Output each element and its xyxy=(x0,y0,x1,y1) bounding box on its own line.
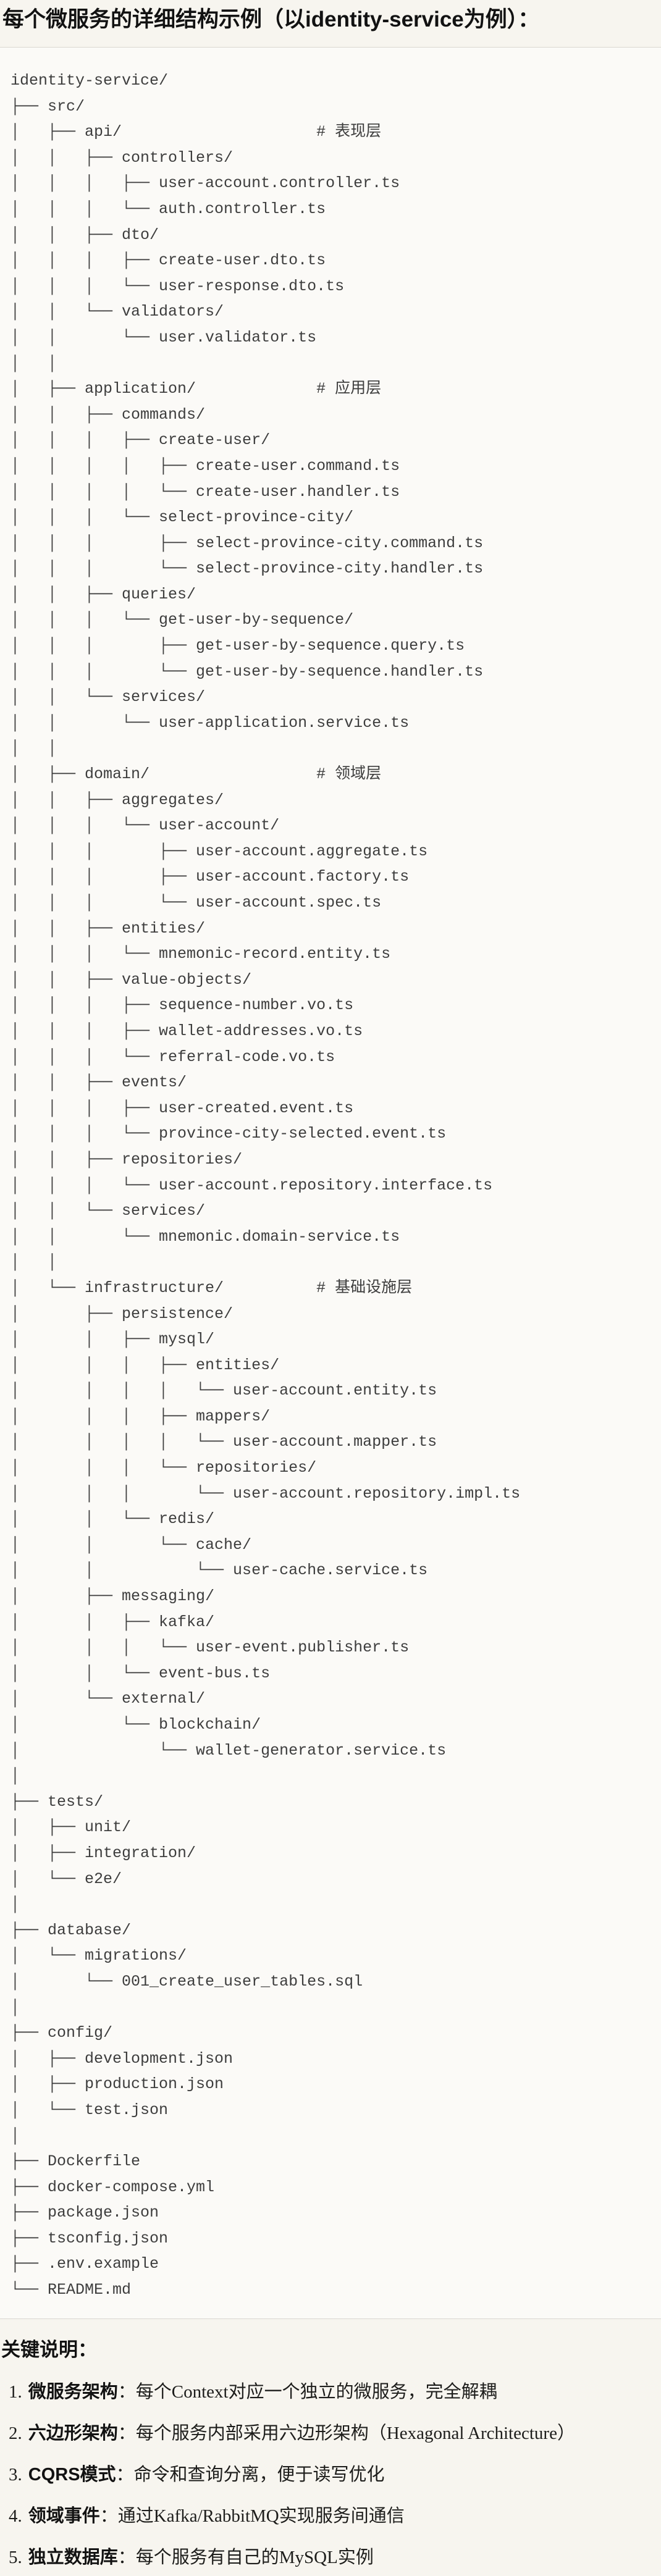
key-notes-heading: 关键说明： xyxy=(1,2338,97,2360)
directory-tree-code-block: identity-service/ ├── src/ │ ├── api/ # … xyxy=(0,47,661,2319)
list-item-term: 六边形架构 xyxy=(28,2423,118,2443)
list-item: 5. 独立数据库：每个服务有自己的MySQL实例 xyxy=(9,2546,657,2569)
list-item: 3. CQRS模式：命令和查询分离，便于读写优化 xyxy=(9,2463,657,2486)
list-item-number: 2. xyxy=(9,2423,22,2443)
list-item: 4. 领域事件：通过Kafka/RabbitMQ实现服务间通信 xyxy=(9,2504,657,2528)
list-item-desc: ：每个Context对应一个独立的微服务，完全解耦 xyxy=(117,2381,497,2402)
list-item-desc: ：每个服务有自己的MySQL实例 xyxy=(117,2547,374,2567)
list-item-desc: ：命令和查询分离，便于读写优化 xyxy=(116,2464,385,2485)
list-item-desc: ：通过Kafka/RabbitMQ实现服务间通信 xyxy=(99,2506,405,2526)
page-title: 每个微服务的详细结构示例（以identity-service为例）： xyxy=(2,7,540,31)
list-item-term: 独立数据库 xyxy=(28,2547,118,2567)
list-item: 2. 六边形架构：每个服务内部采用六边形架构（Hexagonal Architec… xyxy=(9,2422,657,2445)
list-item-number: 1. xyxy=(9,2381,22,2402)
list-item-term: 微服务架构 xyxy=(28,2381,118,2402)
list-item-term: 领域事件 xyxy=(28,2506,100,2526)
list-item-number: 4. xyxy=(9,2506,22,2526)
list-item-number: 5. xyxy=(9,2547,22,2567)
list-item-term: CQRS模式 xyxy=(28,2464,116,2485)
list-item-number: 3. xyxy=(9,2464,22,2485)
list-item: 1. 微服务架构：每个Context对应一个独立的微服务，完全解耦 xyxy=(9,2380,657,2404)
key-notes-list: 1. 微服务架构：每个Context对应一个独立的微服务，完全解耦 2. 六边形架构… xyxy=(0,2380,661,2576)
list-item-desc: ：每个服务内部采用六边形架构（Hexagonal Architecture） xyxy=(117,2423,575,2443)
directory-tree: identity-service/ ├── src/ │ ├── api/ # … xyxy=(11,72,521,2299)
